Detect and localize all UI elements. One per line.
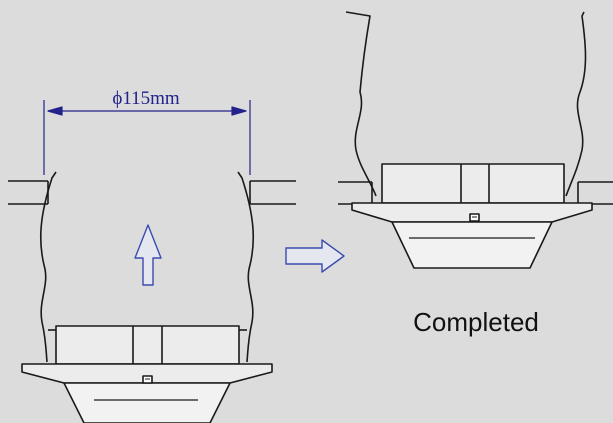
ceiling-panel-right xyxy=(249,180,296,205)
spring-clip-left-completed xyxy=(345,11,377,197)
spring-clip-left xyxy=(39,171,57,363)
right-scene-completed xyxy=(338,11,613,269)
dimension-label: ϕ115mm xyxy=(112,88,180,109)
spring-clip-right xyxy=(237,171,255,363)
spring-clip-right-completed xyxy=(565,11,587,197)
ceiling-panel-left xyxy=(8,180,49,205)
left-scene-inserting xyxy=(8,100,296,423)
completed-label: Completed xyxy=(413,307,539,337)
up-arrow-icon xyxy=(134,224,162,286)
device-lens-left xyxy=(63,382,231,423)
lock-icon xyxy=(142,375,153,384)
device-body-left xyxy=(48,325,247,365)
ceiling-panel-right-completed xyxy=(577,181,613,205)
device-lens-right xyxy=(391,221,553,269)
ceiling-panel-left-completed xyxy=(338,181,373,205)
lock-icon xyxy=(469,213,480,222)
right-arrow-icon xyxy=(285,239,345,273)
device-body-right xyxy=(381,163,565,204)
dimension-line xyxy=(43,100,251,175)
